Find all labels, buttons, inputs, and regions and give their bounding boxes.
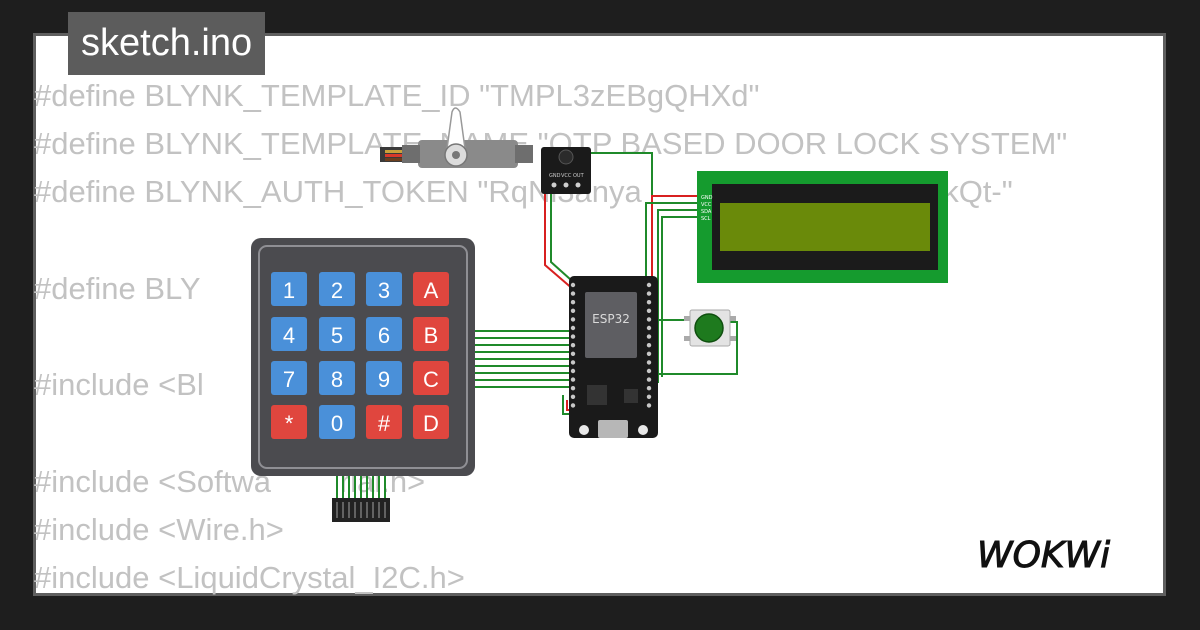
code-line: #include <LiquidCrystal_I2C.h> [34, 559, 465, 595]
keypad-key[interactable]: 9 [366, 361, 402, 395]
wokwi-logo-icon: WOKWi [977, 535, 1111, 577]
keypad-key-label: 6 [378, 323, 390, 348]
esp32-pin[interactable] [570, 317, 576, 322]
esp32-pin[interactable] [646, 377, 652, 382]
keypad-key[interactable]: * [271, 405, 307, 439]
keypad-key-label: B [424, 323, 439, 348]
esp32-pin[interactable] [570, 282, 576, 288]
keypad-key-label: # [378, 411, 391, 436]
esp32-pin[interactable] [570, 300, 576, 305]
keypad-key-label: D [423, 411, 439, 436]
lcd-display[interactable]: GND VCC SDA SCL [697, 171, 948, 283]
keypad-key[interactable]: C [413, 361, 449, 395]
keypad-key-label: 0 [331, 411, 343, 436]
keypad-key[interactable]: 8 [319, 361, 355, 395]
esp32-pin[interactable] [570, 360, 576, 365]
file-name-tag: sketch.ino [68, 12, 266, 75]
esp32-pin[interactable] [646, 308, 652, 313]
keypad-key[interactable]: 7 [271, 361, 307, 395]
esp32-pin[interactable] [646, 325, 652, 331]
keypad-key[interactable]: 4 [271, 317, 307, 351]
esp32-pin[interactable] [646, 368, 652, 374]
keypad-key-label: 3 [378, 278, 390, 303]
esp32-pin[interactable] [570, 377, 576, 382]
keypad-key-label: * [285, 411, 294, 436]
keypad-key-label: 4 [283, 323, 295, 348]
code-line: #define BLYNK_TEMPLATE_NAME "OTP BASED D… [34, 126, 1068, 162]
servo-motor[interactable] [380, 107, 533, 168]
ir-pin-out: OUT [573, 173, 585, 179]
esp32-chip-label: ESP32 [592, 312, 630, 326]
wokwi-logo: WOKWi [975, 527, 1153, 584]
lcd-pin-vcc: VCC [701, 202, 712, 208]
keypad-key-label: 9 [378, 367, 390, 392]
esp32-pin[interactable] [570, 308, 576, 313]
esp32-pin[interactable] [646, 343, 652, 348]
esp32-pin[interactable] [570, 394, 576, 399]
keypad-key[interactable]: 2 [319, 272, 355, 306]
keypad-key-label: 5 [331, 323, 343, 348]
keypad-key[interactable]: B [413, 317, 449, 351]
wokwi-logo-text: WOKWi [977, 535, 1110, 576]
esp32-pin[interactable] [570, 343, 576, 348]
code-line: #define BLY al [34, 270, 371, 306]
ir-sensor-module[interactable]: GND VCC OUT [541, 147, 591, 194]
esp32-pin[interactable] [646, 394, 652, 399]
keypad-key[interactable]: A [413, 272, 449, 306]
ir-pin-vcc: VCC [561, 173, 572, 179]
code-line: #include <Wire.h> [34, 511, 284, 547]
esp32-pin[interactable] [570, 403, 576, 408]
esp32-pin[interactable] [646, 282, 652, 288]
esp32-pin[interactable] [570, 386, 576, 391]
keypad-key-label: 2 [331, 278, 343, 303]
esp32-pin[interactable] [646, 334, 652, 339]
membrane-keypad[interactable]: 1 2 3 A 4 5 6 B 7 8 9 C * 0 # D [251, 238, 475, 522]
code-background: #define BLYNK_TEMPLATE_ID "TMPL3zEBgQHXd… [34, 72, 1067, 602]
keypad-key-label: 7 [283, 367, 295, 392]
keypad-key[interactable]: 0 [319, 405, 355, 439]
esp32-pin[interactable] [570, 334, 576, 339]
keypad-key-label: 8 [331, 367, 343, 392]
esp32-pin[interactable] [646, 300, 652, 305]
keypad-key-label: A [424, 278, 439, 303]
esp32-pin[interactable] [646, 291, 652, 296]
keypad-key[interactable]: 1 [271, 272, 307, 306]
ir-pin-gnd: GND [549, 173, 561, 179]
keypad-key[interactable]: 6 [366, 317, 402, 351]
esp32-pin[interactable] [646, 317, 652, 322]
keypad-key[interactable]: D [413, 405, 449, 439]
esp32-board[interactable]: ESP32 [569, 276, 658, 438]
push-button[interactable] [684, 309, 736, 347]
keypad-key-label: 1 [283, 278, 295, 303]
esp32-pin[interactable] [570, 291, 576, 296]
keypad-key[interactable]: 3 [366, 272, 402, 306]
esp32-pin[interactable] [646, 403, 652, 408]
lcd-pin-gnd: GND [701, 195, 713, 201]
esp32-pin[interactable] [570, 351, 576, 356]
esp32-pin[interactable] [570, 325, 576, 331]
keypad-key[interactable]: # [366, 405, 402, 439]
esp32-pin[interactable] [646, 386, 652, 391]
keypad-key[interactable]: 5 [319, 317, 355, 351]
code-line: #define BLYNK_TEMPLATE_ID "TMPL3zEBgQHXd… [34, 78, 760, 113]
esp32-pin[interactable] [646, 351, 652, 356]
keypad-key-label: C [423, 367, 439, 392]
esp32-pin[interactable] [570, 368, 576, 374]
esp32-pin[interactable] [646, 360, 652, 365]
lcd-pin-scl: SCL [701, 216, 711, 222]
lcd-pin-sda: SDA [701, 209, 712, 215]
